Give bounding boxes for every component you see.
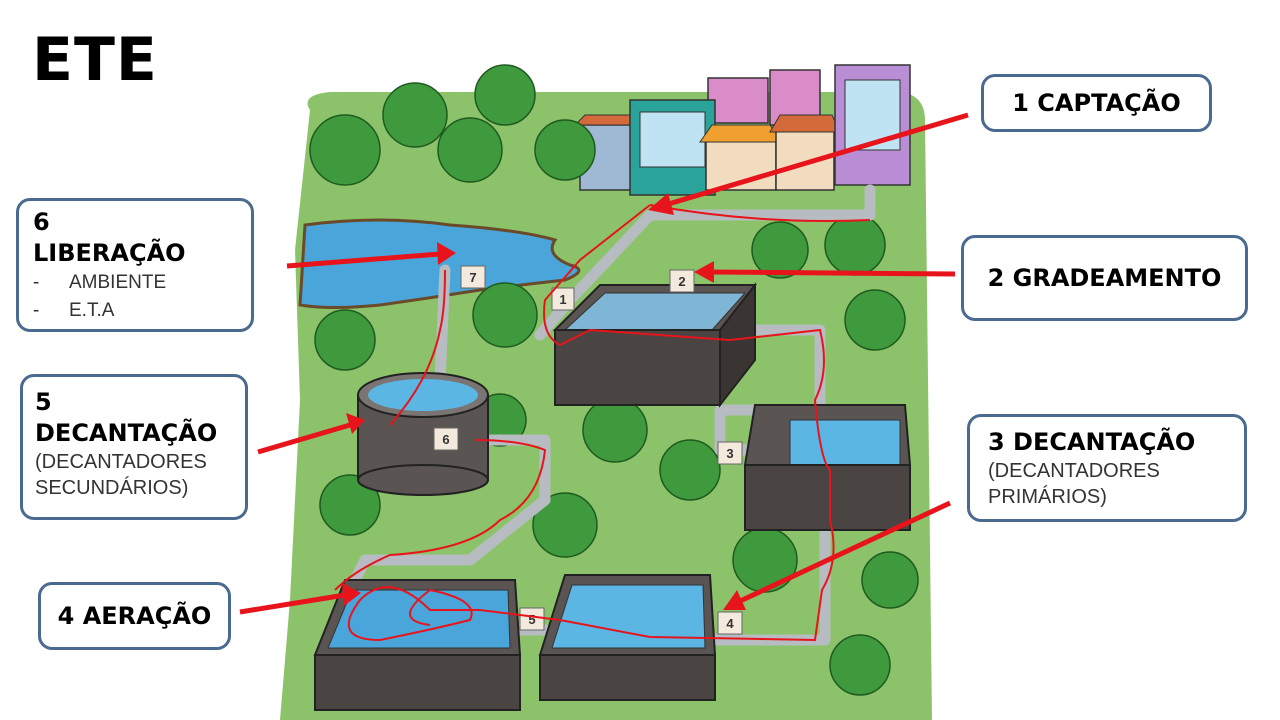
liberacao-box: 6 LIBERAÇÃO -AMBIENTE -E.T.A: [16, 198, 254, 332]
liberacao-item-ambiente: -AMBIENTE: [33, 269, 237, 297]
liberacao-heading-1: 6: [33, 208, 50, 236]
marker-7: 7: [460, 265, 486, 289]
liberacao-heading-2: LIBERAÇÃO: [33, 239, 186, 267]
decantacao-primaria-box: 3 DECANTAÇÃO (DECANTADORES PRIMÁRIOS): [967, 414, 1247, 522]
page-title: ETE: [32, 25, 158, 95]
number-markers: 1 2 3 4 5 6 7: [433, 265, 743, 635]
liberacao-item-eta: -E.T.A: [33, 297, 237, 325]
captacao-box: 1 CAPTAÇÃO: [981, 74, 1212, 132]
marker-4-text: 4: [726, 616, 734, 631]
marker-6-text: 6: [442, 432, 449, 447]
marker-6: 6: [433, 427, 459, 451]
marker-5-text: 5: [528, 612, 535, 627]
liberacao-item-label: E.T.A: [69, 300, 115, 321]
decantacao-secundaria-sub-1: (DECANTADORES: [35, 451, 207, 473]
decantacao-secundaria-box: 5 DECANTAÇÃO (DECANTADORES SECUNDÁRIOS): [20, 374, 248, 520]
aeracao-box: 4 AERAÇÃO: [38, 582, 231, 650]
decantacao-secundaria-heading-1: 5: [35, 388, 52, 416]
gradeamento-label: 2 GRADEAMENTO: [987, 263, 1222, 292]
marker-2-text: 2: [678, 274, 685, 289]
marker-3-text: 3: [726, 446, 733, 461]
trees: [309, 64, 919, 696]
decantacao-primaria-sub-2: PRIMÁRIOS): [988, 486, 1107, 508]
captacao-label: 1 CAPTAÇÃO: [1012, 88, 1181, 117]
marker-3: 3: [717, 441, 743, 465]
pointer-arrows: [239, 112, 969, 615]
aeracao-label: 4 AERAÇÃO: [57, 601, 212, 630]
marker-1: 1: [551, 287, 575, 311]
decantacao-primaria-heading: 3 DECANTAÇÃO: [988, 428, 1196, 456]
marker-1-text: 1: [559, 292, 566, 307]
decantacao-secundaria-sub-2: SECUNDÁRIOS): [35, 477, 189, 499]
marker-7-text: 7: [469, 270, 476, 285]
city-buildings: [573, 64, 911, 196]
decantacao-primaria-sub-1: (DECANTADORES: [988, 460, 1160, 482]
marker-4: 4: [717, 611, 743, 635]
marker-2: 2: [669, 269, 695, 293]
decantacao-secundaria-heading-2: DECANTAÇÃO: [35, 419, 218, 447]
marker-5: 5: [519, 607, 545, 631]
flow-path-line: [334, 204, 871, 642]
gradeamento-box: 2 GRADEAMENTO: [961, 235, 1248, 321]
pipes: [334, 184, 876, 646]
liberacao-item-label: AMBIENTE: [69, 272, 167, 293]
